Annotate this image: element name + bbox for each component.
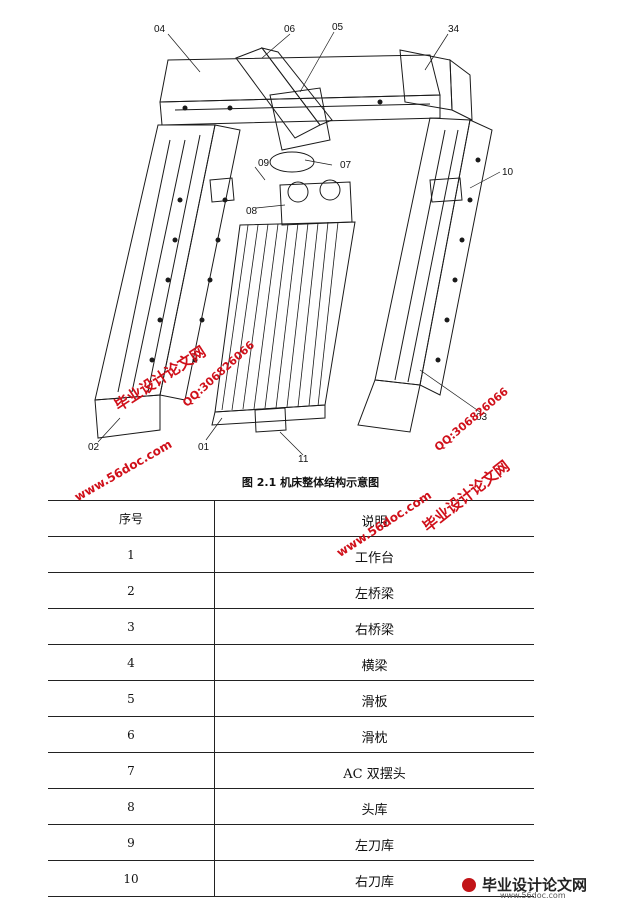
header-description: 说明: [214, 500, 534, 537]
row-description: 滑板: [214, 680, 534, 717]
row-index: 6: [48, 716, 215, 753]
callout-09: 09: [258, 158, 270, 169]
table-header-row: 序号 说明: [48, 500, 534, 537]
row-description: AC 双摆头: [214, 752, 534, 789]
callout-34: 34: [448, 24, 460, 35]
globe-icon: [462, 878, 476, 892]
callout-08: 08: [246, 206, 258, 217]
row-description: 左刀库: [214, 824, 534, 861]
row-index: 4: [48, 644, 215, 681]
row-description: 右桥梁: [214, 608, 534, 645]
header-index: 序号: [48, 500, 215, 537]
row-description: 头库: [214, 788, 534, 825]
callout-01: 01: [198, 442, 210, 453]
footer-logo-text: 毕业设计论文网: [482, 876, 588, 894]
row-index: 7: [48, 752, 215, 789]
row-description: 工作台: [214, 536, 534, 573]
callout-11: 11: [298, 454, 309, 465]
callout-04: 04: [154, 24, 166, 35]
footer-url: www.56doc.com: [500, 891, 566, 900]
row-description: 左桥梁: [214, 572, 534, 609]
row-index: 1: [48, 536, 215, 573]
row-index: 10: [48, 860, 215, 897]
callout-07: 07: [340, 160, 352, 171]
row-description: 右刀库: [214, 860, 534, 897]
row-description: 横梁: [214, 644, 534, 681]
figure-caption: 图 2.1 机床整体结构示意图: [241, 476, 380, 489]
callout-06: 06: [284, 24, 296, 35]
callout-05: 05: [332, 22, 344, 33]
machine-figure: 04 06 05 34 10 07 09 08 02 01 11 03: [88, 22, 514, 465]
row-index: 8: [48, 788, 215, 825]
machine-drawing: 04 06 05 34 10 07 09 08 02 01 11 03: [88, 22, 514, 465]
callout-10: 10: [502, 167, 514, 178]
callout-03: 03: [476, 412, 488, 423]
row-index: 3: [48, 608, 215, 645]
row-index: 2: [48, 572, 215, 609]
row-description: 滑枕: [214, 716, 534, 753]
row-index: 9: [48, 824, 215, 861]
footer-logo: 毕业设计论文网: [462, 874, 587, 895]
callout-02: 02: [88, 442, 100, 453]
row-index: 5: [48, 680, 215, 717]
